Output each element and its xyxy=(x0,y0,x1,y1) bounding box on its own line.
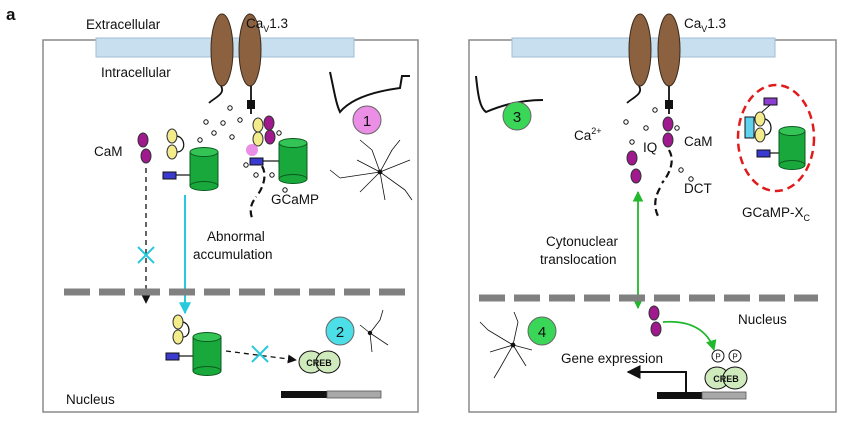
phospho-1-label: P xyxy=(715,353,720,362)
left-gcamp-free xyxy=(162,128,219,191)
right-calcium-ions xyxy=(623,107,694,182)
dct-label: DCT xyxy=(684,181,712,196)
right-current-trace xyxy=(475,75,544,114)
badge-2-label: 2 xyxy=(336,324,344,341)
cam-label: CaM xyxy=(94,144,123,159)
right-cam-free xyxy=(626,150,642,184)
gcamp-xc-dashed-circle xyxy=(736,83,816,193)
phospho-2 xyxy=(728,349,742,363)
gcamp-creb-blocked-arrow xyxy=(225,350,297,364)
badge-1 xyxy=(352,105,382,135)
right-cav13-channel xyxy=(626,13,681,217)
badge-4-label: 4 xyxy=(538,324,546,341)
badge-1-label: 1 xyxy=(363,113,371,130)
badge-4 xyxy=(527,316,557,346)
left-panel: Extracellular Intracellular CaV1.3 xyxy=(42,13,419,413)
right-panel: CaV1.3 3 Ca2+ IQ CaM DCT xyxy=(468,13,837,413)
right-channel-label: CaV1.3 xyxy=(684,16,726,34)
gene-expression-arrow xyxy=(626,365,687,395)
translocation-label: translocation xyxy=(540,252,617,267)
badge-3-label: 3 xyxy=(513,109,521,126)
left-gcamp-nucleus xyxy=(165,314,222,376)
cytonuclear-label: Cytonuclear xyxy=(546,234,619,249)
left-gene-bar-gray xyxy=(326,390,382,399)
gcamp-label: GCaMP xyxy=(271,192,319,207)
right-creb: CREB P P xyxy=(704,349,748,390)
right-gene-bar-gray xyxy=(701,391,747,400)
left-cam-free xyxy=(137,132,152,164)
right-cam-nucleus xyxy=(648,305,662,337)
right-creb-label: CREB xyxy=(713,374,739,384)
right-cam-bound xyxy=(662,116,674,148)
ca-ion-label: Ca2+ xyxy=(574,126,602,143)
right-neuron xyxy=(479,311,533,379)
phospho-2-label: P xyxy=(732,353,737,362)
left-cell-frame xyxy=(42,39,419,413)
badge-2 xyxy=(325,316,355,346)
gene-expression-label: Gene expression xyxy=(561,351,663,366)
left-creb: CREB xyxy=(298,350,341,374)
left-gene-bar-black xyxy=(281,391,327,398)
accumulation-label: accumulation xyxy=(193,247,273,262)
right-gene-bar-black xyxy=(657,392,702,399)
left-neuron-2 xyxy=(359,309,389,353)
gcamp-xc-label: GCaMP-XC xyxy=(742,205,811,223)
iq-label: IQ xyxy=(643,140,657,155)
right-cam-label: CaM xyxy=(684,134,713,149)
abnormal-label: Abnormal xyxy=(207,229,265,244)
right-nucleus-label: Nucleus xyxy=(738,312,787,327)
left-neuron-1 xyxy=(329,139,413,201)
extracellular-label: Extracellular xyxy=(86,17,161,32)
gcamp-xc-construct xyxy=(744,97,806,170)
cross-2 xyxy=(251,345,269,363)
cam-to-creb-arrow xyxy=(662,320,717,352)
left-cav13-channel xyxy=(208,13,262,114)
left-channel-label: CaV1.3 xyxy=(246,16,288,34)
intracellular-label: Intracellular xyxy=(101,65,171,80)
panel-letter: a xyxy=(6,5,16,24)
cross-1 xyxy=(137,246,155,264)
left-nucleus-label: Nucleus xyxy=(66,392,115,407)
left-current-trace xyxy=(329,71,410,114)
left-creb-label: CREB xyxy=(306,358,332,368)
badge-3 xyxy=(502,101,532,131)
left-gcamp-bound xyxy=(246,115,308,219)
phospho-1 xyxy=(711,349,725,363)
